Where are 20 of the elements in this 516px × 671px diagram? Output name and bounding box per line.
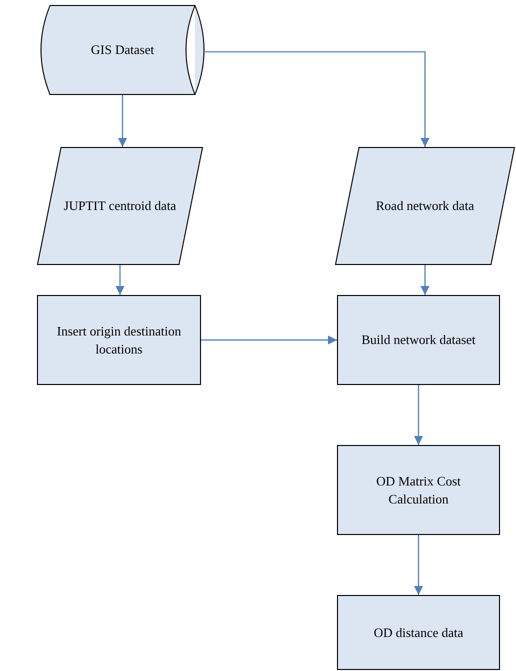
node-label: Insert origin destination locations [56, 322, 182, 358]
data-parallelogram [37, 147, 203, 265]
arrow [414, 535, 423, 595]
process-box [37, 295, 201, 385]
process-box [337, 445, 500, 535]
data-parallelogram [335, 147, 515, 265]
node-label: Build network dataset [360, 331, 477, 349]
node-label: OD distance data [372, 624, 464, 642]
process-box [337, 595, 500, 670]
node-label: Road network data [374, 197, 476, 215]
node-label: GIS Dataset [90, 41, 156, 59]
node-label: JUPTIT centroid data [62, 197, 178, 215]
arrow [205, 51, 430, 147]
arrow [116, 265, 124, 295]
node-label: OD Matrix Cost Calculation [375, 472, 462, 508]
process-box [337, 295, 500, 385]
arrow [118, 95, 127, 147]
arrow [414, 385, 423, 445]
arrow [420, 265, 430, 295]
arrow [201, 336, 337, 344]
